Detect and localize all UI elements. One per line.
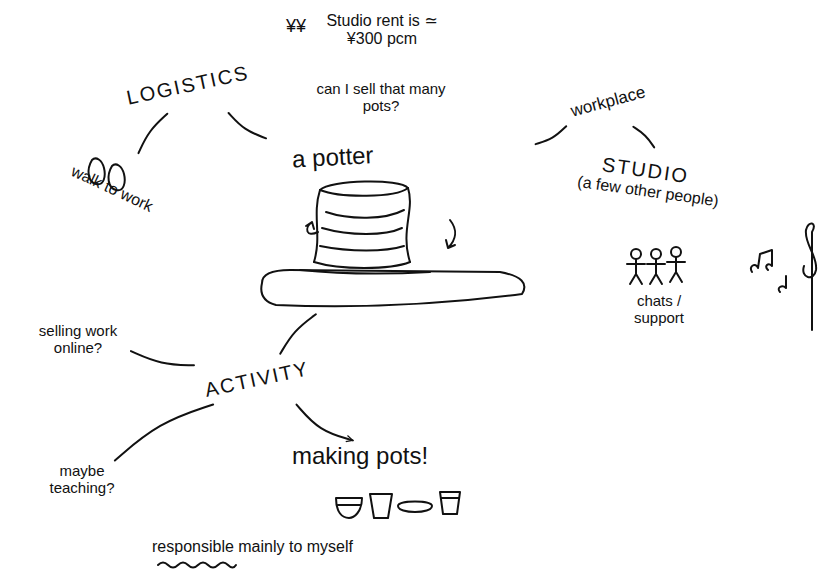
branch-line	[536, 126, 567, 144]
wheel-stroke	[446, 220, 455, 248]
sketch-stroke	[647, 259, 665, 284]
branch-arrow	[297, 405, 353, 441]
branch-line	[633, 127, 654, 148]
branch-heading: ACTIVITY	[197, 356, 317, 403]
branch-note: maybe teaching?	[40, 462, 124, 497]
branch-line	[280, 314, 316, 354]
wheel-stroke	[320, 188, 408, 196]
branch-line	[115, 405, 213, 461]
note-text: responsible mainly to myself	[152, 538, 392, 556]
node-title: a potter	[257, 133, 533, 175]
wheel-stroke	[326, 210, 404, 218]
sketch-stroke	[671, 247, 681, 257]
node-title: making pots!	[292, 442, 462, 470]
branch-heading: LOGISTICS	[117, 60, 259, 112]
sketch-stroke	[158, 563, 236, 568]
sketch-stroke	[627, 259, 645, 284]
wheel-stroke	[314, 262, 410, 268]
sketch-stroke	[440, 492, 460, 514]
wheel-stroke	[306, 222, 318, 234]
wheel-stroke	[320, 246, 404, 251]
music-doodle	[751, 223, 816, 330]
sketch-stroke	[370, 494, 392, 518]
sketch-stroke	[398, 502, 432, 513]
people-doodle	[627, 247, 685, 284]
sketch-stroke	[803, 223, 816, 330]
sketch-stroke	[631, 249, 641, 259]
wavy-underline	[158, 563, 236, 568]
wheel-stroke	[322, 228, 402, 234]
sketch-stroke	[751, 250, 772, 272]
node-title: workplace	[555, 79, 661, 125]
wheel-stroke	[314, 190, 320, 262]
branch-line	[138, 114, 167, 153]
potter-wheel-node: a potter	[258, 140, 533, 312]
branch-note: workplace	[555, 79, 661, 125]
node-title: maybe teaching?	[40, 462, 124, 497]
note-text: Studio rent is ≃ ¥300 pcm	[318, 12, 446, 49]
branch-line	[131, 351, 194, 365]
wheel-stroke	[406, 188, 410, 262]
node-title: LOGISTICS	[117, 60, 259, 112]
sketch-stroke	[336, 498, 362, 518]
sketch-stroke	[651, 249, 661, 259]
node-title: ACTIVITY	[197, 356, 317, 403]
branch-note: selling work online?	[28, 322, 128, 357]
branch-note: making pots!	[292, 442, 462, 470]
note-text: chats / support	[622, 292, 696, 327]
sketch-stroke	[667, 257, 685, 282]
node-subtitle: (a few other people)	[572, 172, 812, 224]
branch-line	[229, 113, 266, 138]
wheel-stroke	[261, 270, 524, 306]
money-symbol: ¥¥	[286, 16, 326, 37]
node-title: selling work online?	[28, 322, 128, 357]
wheel-stroke	[300, 270, 430, 274]
branch-heading: STUDIO(a few other people)	[572, 150, 815, 224]
pots-doodle	[336, 492, 460, 518]
wheel-stroke	[320, 181, 408, 190]
note-text: can I sell that many pots?	[296, 80, 466, 115]
sketch-stroke	[779, 276, 786, 292]
